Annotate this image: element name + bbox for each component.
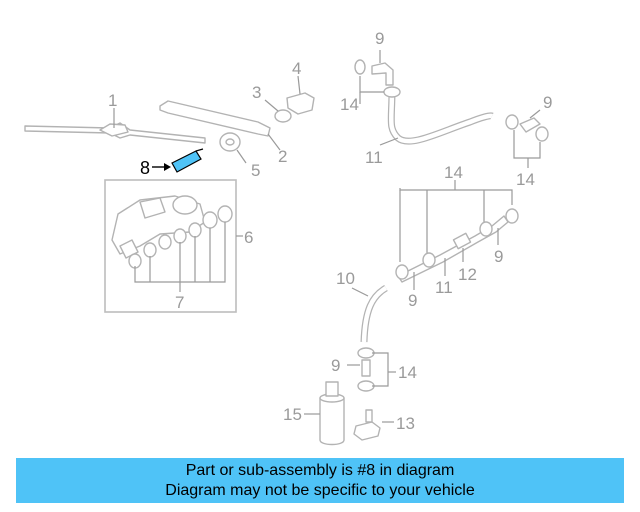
callout-2: 2 bbox=[278, 147, 287, 166]
callout-14-middle: 14 bbox=[444, 163, 463, 182]
callout-9-middle: 9 bbox=[408, 291, 417, 310]
callout-9-right-middle: 9 bbox=[494, 247, 503, 266]
washer-hose-upper bbox=[354, 50, 494, 146]
callout-11-upper: 11 bbox=[365, 148, 383, 167]
washer-nozzle-highlighted bbox=[152, 148, 204, 173]
callout-4: 4 bbox=[292, 59, 301, 78]
callout-10: 10 bbox=[336, 269, 355, 288]
callout-13: 13 bbox=[396, 414, 415, 433]
washer-pump bbox=[304, 381, 345, 446]
pivot-seal bbox=[219, 132, 247, 164]
washer-hose-10 bbox=[351, 284, 388, 343]
callout-11-lower: 11 bbox=[435, 278, 453, 297]
callout-1: 1 bbox=[108, 91, 117, 110]
callout-9-right: 9 bbox=[543, 93, 552, 112]
callout-9-bottom: 9 bbox=[331, 356, 340, 375]
callout-3: 3 bbox=[252, 83, 261, 102]
callout-9-top: 9 bbox=[375, 29, 384, 48]
banner-line-2: Diagram may not be specific to your vehi… bbox=[165, 482, 475, 499]
wiper-blade bbox=[24, 108, 206, 144]
callout-7: 7 bbox=[175, 293, 184, 312]
callout-12: 12 bbox=[458, 265, 477, 284]
pivot-cap bbox=[264, 99, 292, 123]
callout-6: 6 bbox=[244, 228, 253, 247]
lower-connectors bbox=[347, 347, 396, 392]
callout-14-bottom: 14 bbox=[398, 363, 417, 382]
pivot-cover bbox=[286, 75, 315, 115]
callout-15: 15 bbox=[283, 405, 302, 424]
info-banner: Part or sub-assembly is #8 in diagram Di… bbox=[16, 458, 624, 503]
mid-hose-assembly bbox=[395, 180, 519, 290]
wiper-arm bbox=[159, 100, 281, 151]
right-connector bbox=[505, 109, 549, 168]
wiper-motor bbox=[111, 195, 206, 259]
callout-8: 8 bbox=[140, 158, 150, 178]
callout-5: 5 bbox=[251, 161, 260, 180]
callout-14-top-right: 14 bbox=[516, 170, 535, 189]
pump-grommet bbox=[353, 409, 394, 441]
motor-assembly-box bbox=[104, 179, 237, 313]
part-7-leaders bbox=[134, 222, 226, 292]
callout-14-top-left: 14 bbox=[340, 95, 359, 114]
banner-line-1: Part or sub-assembly is #8 in diagram bbox=[185, 462, 455, 479]
